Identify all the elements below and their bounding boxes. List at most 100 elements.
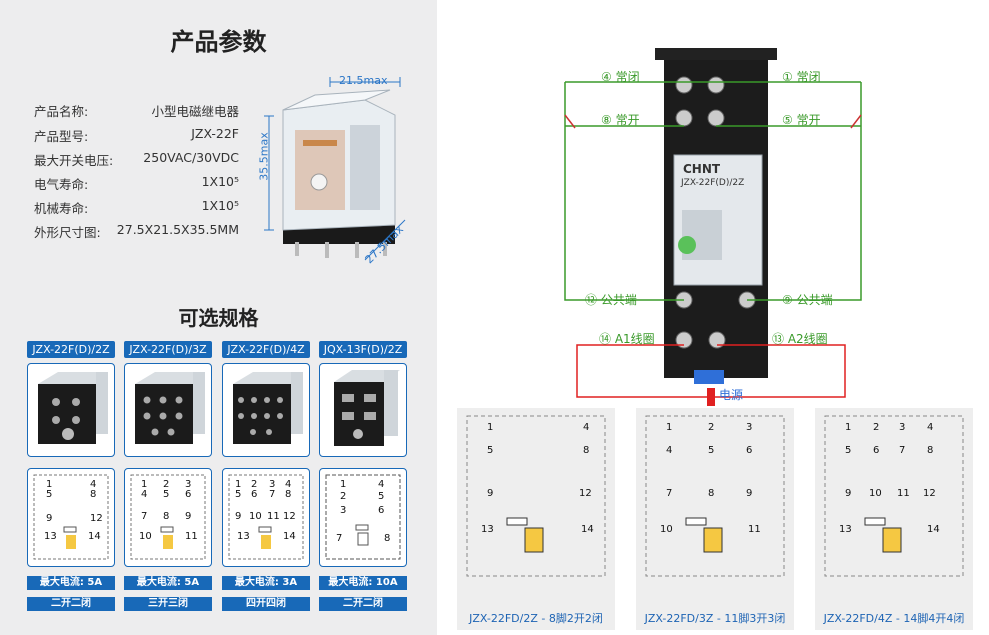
- svg-text:9: 9: [487, 488, 493, 499]
- svg-text:5: 5: [235, 489, 241, 500]
- options-title: 可选规格: [178, 306, 259, 330]
- spec-key: 外形尺寸图:: [34, 225, 101, 240]
- spec-value: 1X10⁵: [201, 198, 239, 213]
- svg-text:12: 12: [283, 511, 296, 522]
- variant-current-label: 最大电流: 10A: [319, 576, 407, 590]
- variant-current-label: 最大电流: 5A: [27, 576, 115, 590]
- svg-text:1: 1: [46, 479, 52, 490]
- spec-key: 产品名称:: [34, 104, 89, 119]
- svg-text:5: 5: [163, 489, 169, 500]
- variant-photo-2z: [27, 363, 115, 457]
- svg-text:5: 5: [708, 445, 714, 456]
- svg-text:7: 7: [336, 533, 342, 544]
- svg-text:2: 2: [708, 422, 714, 433]
- svg-text:11: 11: [185, 531, 198, 542]
- svg-text:5: 5: [487, 445, 493, 456]
- spec-key: 产品型号:: [34, 129, 89, 144]
- svg-text:5: 5: [46, 489, 52, 500]
- wiring-panel: ④ 常闭 ① 常闭 ⑧ 常开 ⑤ 常开 ⑫ 公共端 ⑨ 公共端 ⑭ A1线圈 ⑬…: [437, 0, 989, 635]
- svg-text:3: 3: [746, 422, 752, 433]
- spec-key: 最大开关电压:: [34, 153, 114, 168]
- svg-text:8: 8: [708, 488, 714, 499]
- svg-text:1: 1: [487, 422, 493, 433]
- svg-text:5: 5: [845, 445, 851, 456]
- variant-photo-4z: [222, 363, 310, 457]
- variant-contact-label: 三开三闭: [124, 597, 212, 611]
- label-com9: ⑨ 公共端: [782, 293, 833, 307]
- svg-text:7: 7: [141, 511, 147, 522]
- svg-text:8: 8: [384, 533, 390, 544]
- svg-text:6: 6: [185, 489, 191, 500]
- svg-text:9: 9: [746, 488, 752, 499]
- variant-contact-label: 四开四闭: [222, 597, 310, 611]
- svg-text:4: 4: [141, 489, 147, 500]
- svg-text:10: 10: [249, 511, 262, 522]
- svg-text:8: 8: [163, 511, 169, 522]
- svg-text:3: 3: [269, 479, 275, 490]
- svg-text:1: 1: [340, 479, 346, 490]
- variant-model-label: JZX-22F(D)/4Z: [222, 341, 310, 358]
- svg-text:1: 1: [666, 422, 672, 433]
- svg-text:14: 14: [581, 524, 594, 535]
- svg-text:13: 13: [839, 524, 852, 535]
- variant-model-label: JZX-22F(D)/2Z: [27, 341, 115, 358]
- label-a2: ⑬ A2线圈: [772, 332, 828, 346]
- svg-text:5: 5: [378, 491, 384, 502]
- svg-text:13: 13: [481, 524, 494, 535]
- schematic-caption: JZX-22FD/4Z - 14脚4开4闭: [823, 612, 965, 625]
- relay-brand: CHNT: [683, 162, 721, 176]
- dim-height: 35.5max: [257, 132, 271, 181]
- svg-text:2: 2: [340, 491, 346, 502]
- svg-text:2: 2: [163, 479, 169, 490]
- spec-key: 电气寿命:: [34, 177, 89, 192]
- svg-text:9: 9: [845, 488, 851, 499]
- schematic-caption: JZX-22FD/2Z - 8脚2开2闭: [469, 612, 603, 625]
- dim-width: 21.5max: [339, 74, 388, 87]
- spec-value: 27.5X21.5X35.5MM: [116, 222, 239, 237]
- label-no5: ⑤ 常开: [782, 113, 821, 127]
- spec-value: 小型电磁继电器: [151, 104, 239, 119]
- svg-text:9: 9: [185, 511, 191, 522]
- svg-text:4: 4: [378, 479, 384, 490]
- svg-text:7: 7: [666, 488, 672, 499]
- svg-text:4: 4: [90, 479, 96, 490]
- svg-text:4: 4: [927, 422, 933, 433]
- svg-text:14: 14: [927, 524, 940, 535]
- variant-photo-13f: [319, 363, 407, 457]
- svg-text:7: 7: [269, 489, 275, 500]
- svg-text:8: 8: [927, 445, 933, 456]
- svg-text:10: 10: [139, 531, 152, 542]
- svg-text:11: 11: [897, 488, 910, 499]
- svg-text:9: 9: [235, 511, 241, 522]
- variant-current-label: 最大电流: 5A: [124, 576, 212, 590]
- svg-text:3: 3: [340, 505, 346, 516]
- svg-text:13: 13: [237, 531, 250, 542]
- svg-text:12: 12: [579, 488, 592, 499]
- spec-key: 机械寿命:: [34, 201, 89, 216]
- svg-text:4: 4: [285, 479, 291, 490]
- schematic-caption: JZX-22FD/3Z - 11脚3开3闭: [644, 612, 786, 625]
- variant-photo-3z: [124, 363, 212, 457]
- svg-text:10: 10: [660, 524, 673, 535]
- svg-text:10: 10: [869, 488, 882, 499]
- svg-text:1: 1: [235, 479, 241, 490]
- svg-text:6: 6: [746, 445, 752, 456]
- variant-current-label: 最大电流: 3A: [222, 576, 310, 590]
- label-a1: ⑭ A1线圈: [599, 332, 655, 346]
- relay-product-image: [264, 77, 406, 261]
- svg-text:1: 1: [845, 422, 851, 433]
- variant-contact-label: 二开二闭: [27, 597, 115, 611]
- svg-text:1: 1: [141, 479, 147, 490]
- svg-text:12: 12: [923, 488, 936, 499]
- label-com12: ⑫ 公共端: [585, 293, 637, 307]
- svg-text:8: 8: [285, 489, 291, 500]
- svg-text:8: 8: [90, 489, 96, 500]
- svg-text:4: 4: [583, 422, 589, 433]
- label-no8: ⑧ 常开: [601, 113, 640, 127]
- svg-text:6: 6: [251, 489, 257, 500]
